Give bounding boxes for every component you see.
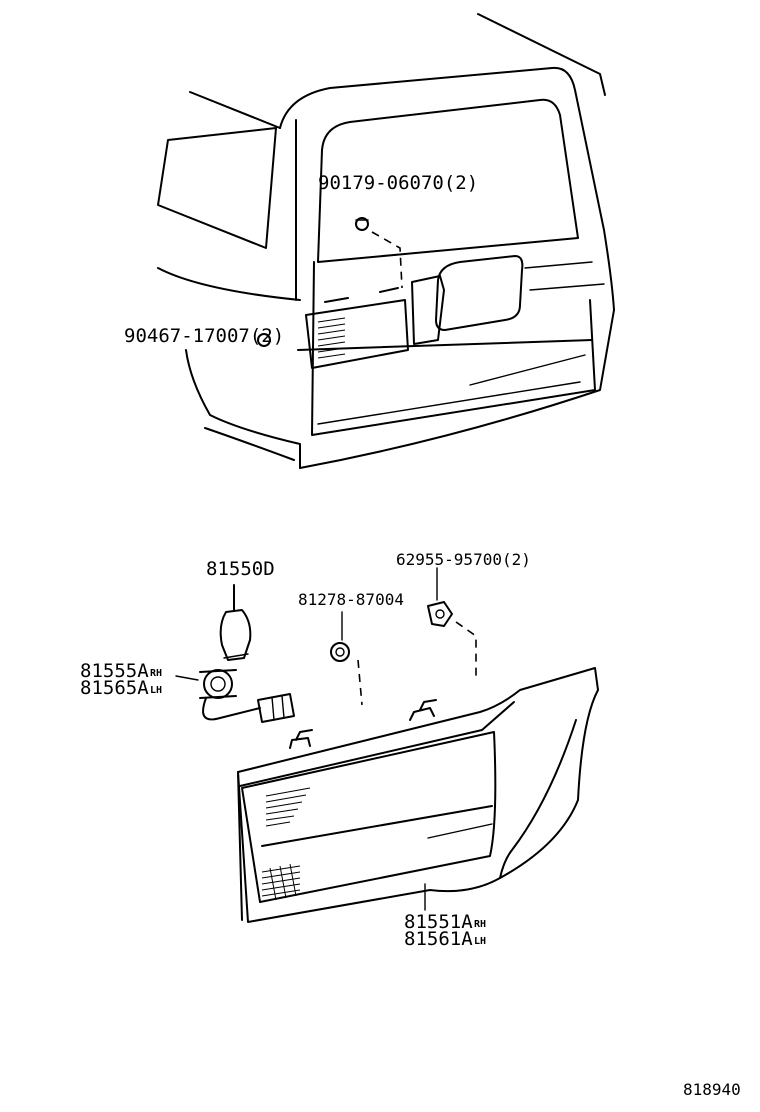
callout-lamp-rh: 81551A [404,911,473,933]
body-lamp-lens-pattern [317,317,346,359]
callout-socket-rh-side: RH [150,668,162,679]
callout-socket-lh-side: LH [150,685,162,696]
screw-top-icon [355,217,369,231]
bulb-icon [219,584,252,661]
callout-lamp-lh: 81561A [404,928,473,950]
diagram-id: 818940 [683,1080,741,1099]
callout-socket-lh: 81565A [80,677,149,699]
rear-lamp-exploded-illustration [175,567,599,923]
callout-clip: 62955-95700(2) [396,550,531,569]
callout-screw-top: 90179-06070(2) [318,172,478,194]
vehicle-rear-illustration [157,13,615,469]
callout-lamp-rh-side: RH [474,919,486,930]
socket-icon [199,669,295,723]
screw-side-icon [257,333,271,347]
lamp-lens-pattern-lower [261,863,301,901]
callout-lamp-lh-side: LH [474,936,486,947]
callout-screw-side: 90467-17007(2) [124,325,284,347]
callout-socket-rh: 81555A [80,660,149,682]
callout-bulb: 81550D [206,558,275,580]
callout-nut: 81278-87004 [298,590,404,609]
lamp-lens-pattern-upper [265,787,311,827]
clip-icon [427,601,453,627]
nut-icon [330,642,350,662]
